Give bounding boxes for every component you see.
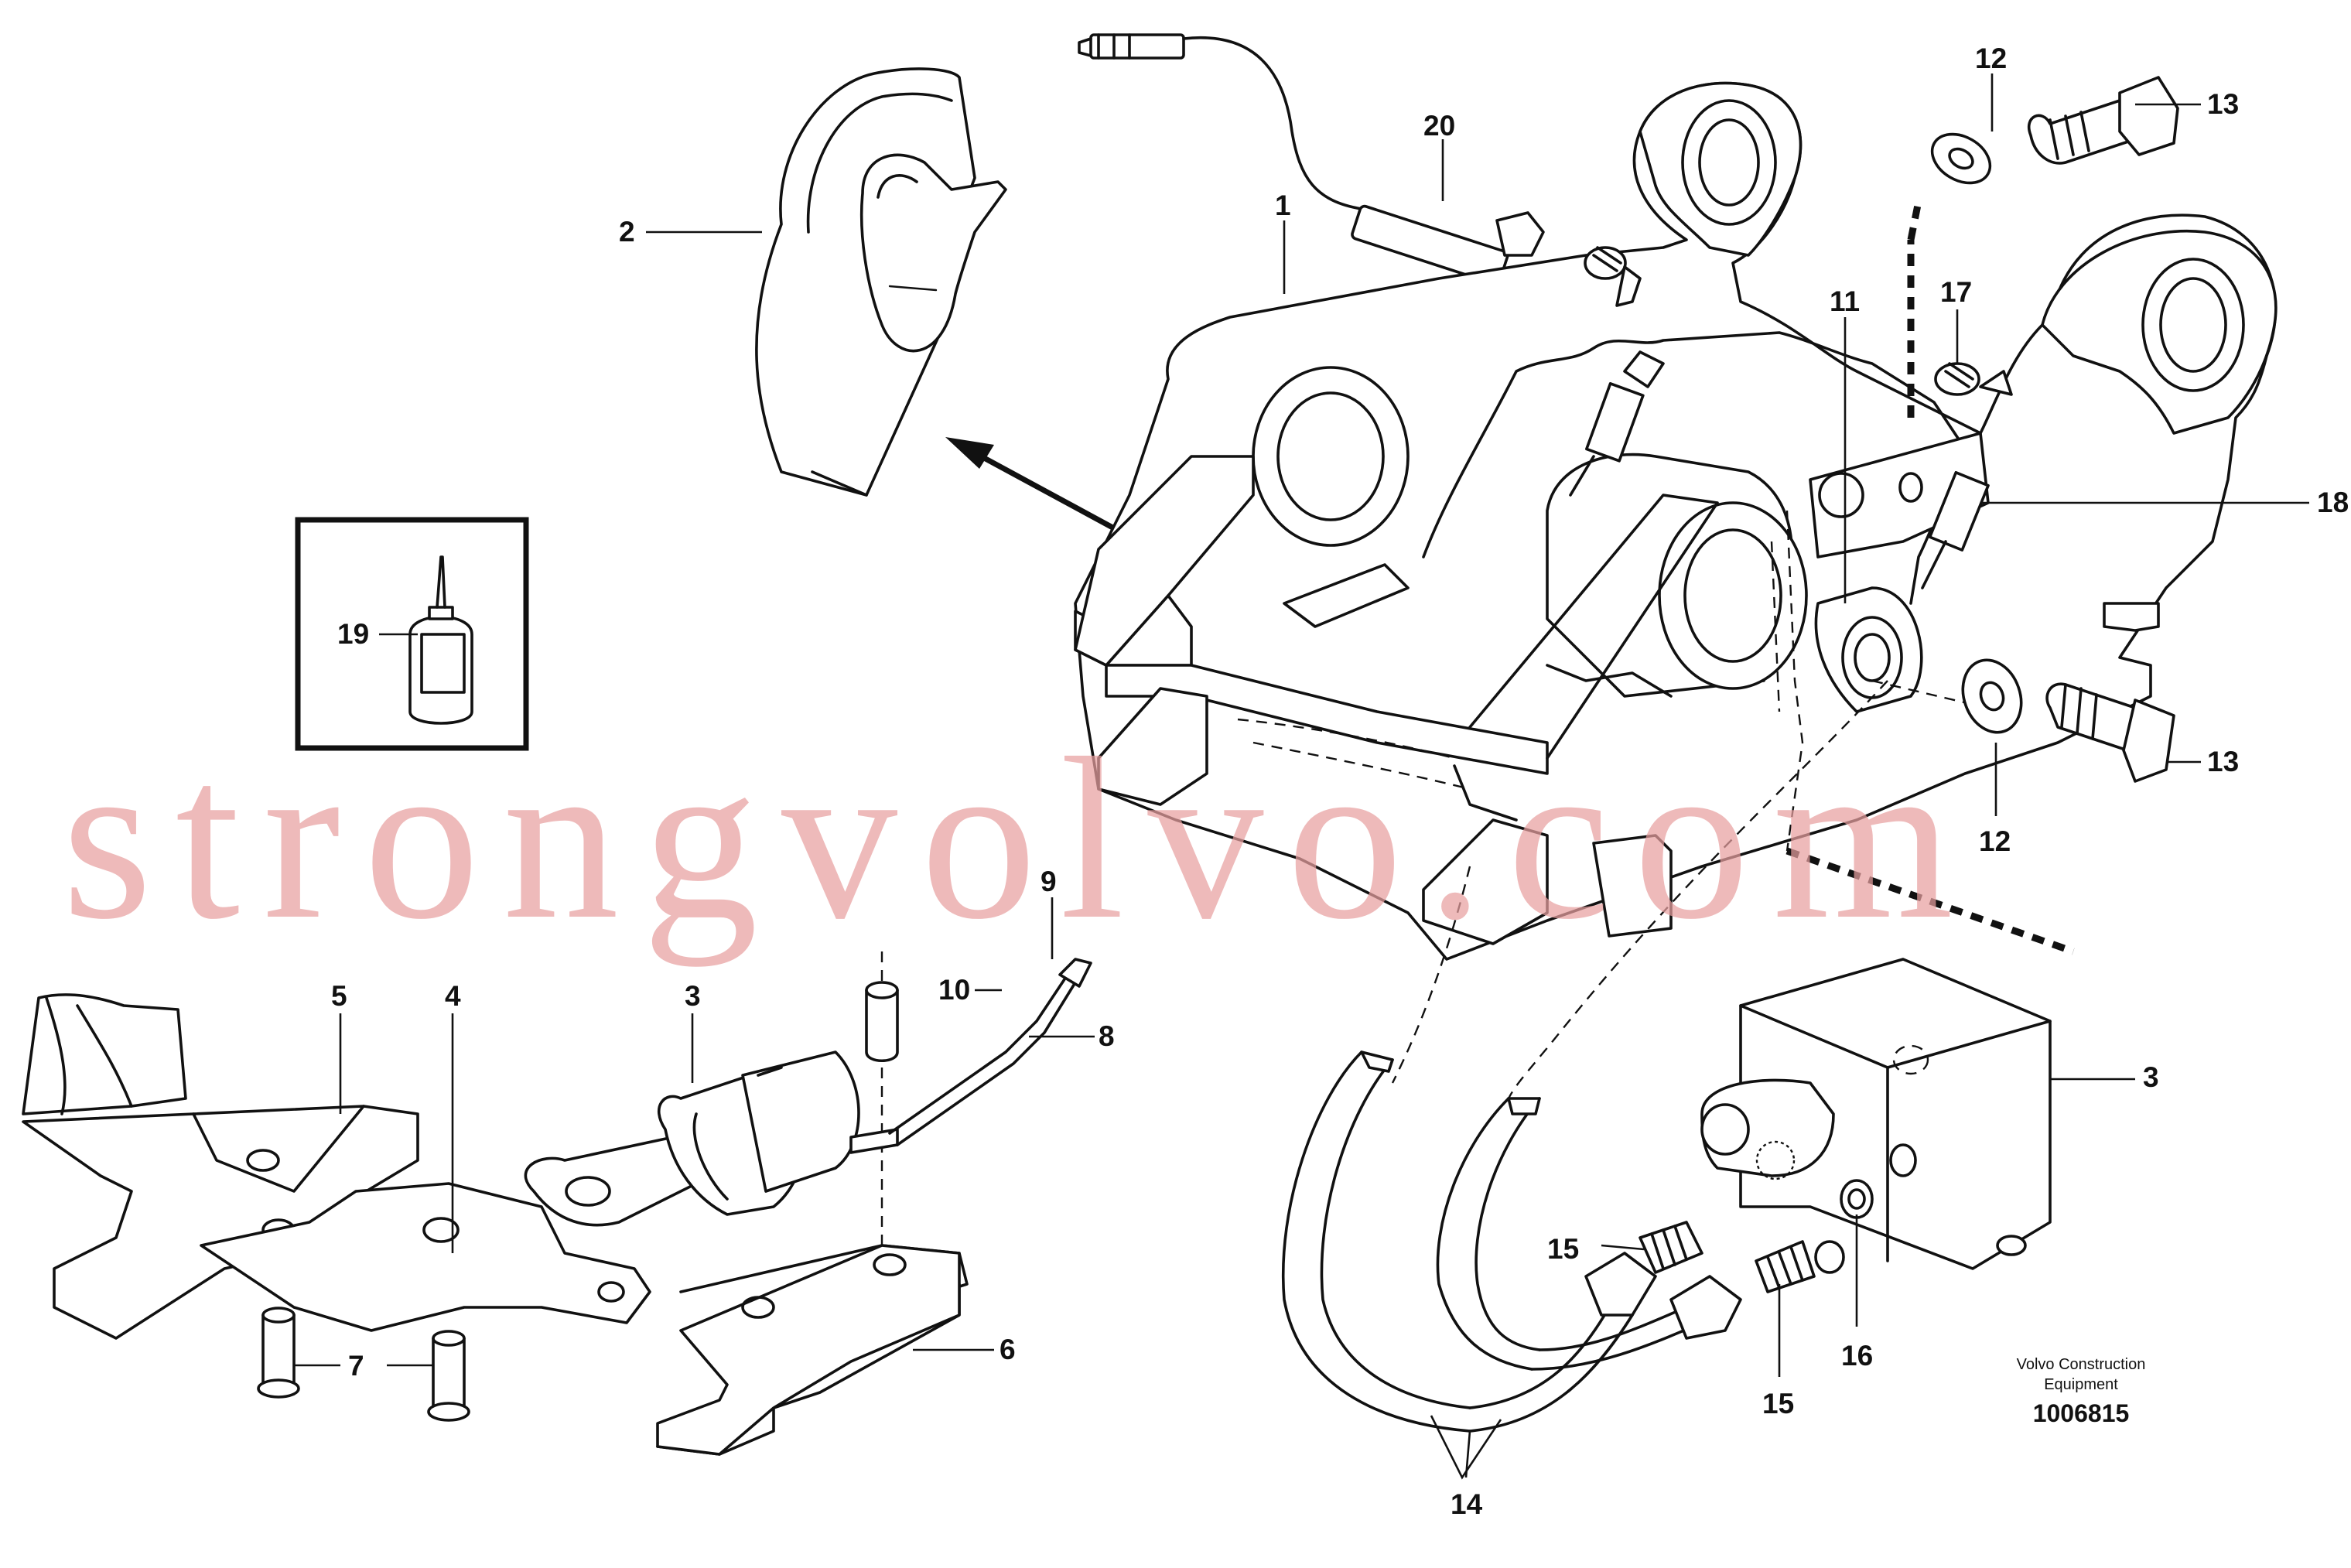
callout-13-upper: 13	[2207, 88, 2239, 120]
callout-1: 1	[1275, 190, 1291, 221]
leader-lines	[294, 73, 2309, 1480]
callout-5: 5	[331, 980, 347, 1012]
callout-3-cylinder: 3	[685, 980, 701, 1012]
part-7-pins	[257, 1307, 470, 1422]
part-3-valve-block	[1700, 958, 2052, 1270]
callout-numbers: 1 2 3 3 4 5 6 7 8 9 10 11 12 12 13 13 14…	[331, 43, 2349, 1520]
part-3-cylinder	[524, 1050, 860, 1227]
maker-line-1: Volvo Construction	[2017, 1356, 2146, 1373]
watermark: strongvolvo.com	[62, 710, 1977, 968]
part-9-8-rod	[849, 958, 1092, 1154]
callout-7: 7	[348, 1350, 364, 1382]
callout-8: 8	[1099, 1020, 1115, 1052]
part-2-hook-plate	[755, 67, 1007, 497]
callout-10: 10	[938, 974, 970, 1006]
callout-9: 9	[1041, 866, 1057, 897]
callout-11: 11	[1830, 285, 1860, 317]
callout-18: 18	[2317, 487, 2349, 518]
callout-2: 2	[619, 216, 635, 248]
callout-19: 19	[337, 618, 369, 650]
part-1-coupler-body	[1074, 81, 2278, 1099]
part-12-13-lower	[1961, 658, 2175, 783]
callout-13-lower: 13	[2207, 746, 2239, 777]
callout-3-valve: 3	[2143, 1061, 2159, 1093]
part-15-fittings	[1639, 1221, 1845, 1293]
callout-20: 20	[1423, 110, 1455, 142]
callout-15-lower: 15	[1762, 1388, 1794, 1419]
part-20-sensor	[1078, 33, 1545, 285]
footer: Volvo Construction Equipment 1006815	[2017, 1356, 2146, 1427]
part-6-bracket	[656, 1244, 969, 1456]
callout-12-upper: 12	[1975, 43, 2007, 74]
part-12-13-upper	[1930, 76, 2179, 185]
part-5-bracket	[22, 993, 419, 1340]
callout-12-lower: 12	[1979, 825, 2011, 857]
callout-15-upper: 15	[1547, 1233, 1579, 1265]
maker-line-2: Equipment	[2044, 1376, 2118, 1393]
part-14-hoses	[1281, 1050, 1742, 1433]
callout-4: 4	[445, 980, 461, 1012]
part-4-bracket	[200, 1182, 651, 1332]
reference-number: 1006815	[2033, 1399, 2130, 1427]
callout-14: 14	[1451, 1488, 1483, 1520]
callout-17: 17	[1940, 276, 1972, 308]
callout-16: 16	[1841, 1340, 1873, 1372]
callout-6: 6	[1000, 1334, 1016, 1365]
